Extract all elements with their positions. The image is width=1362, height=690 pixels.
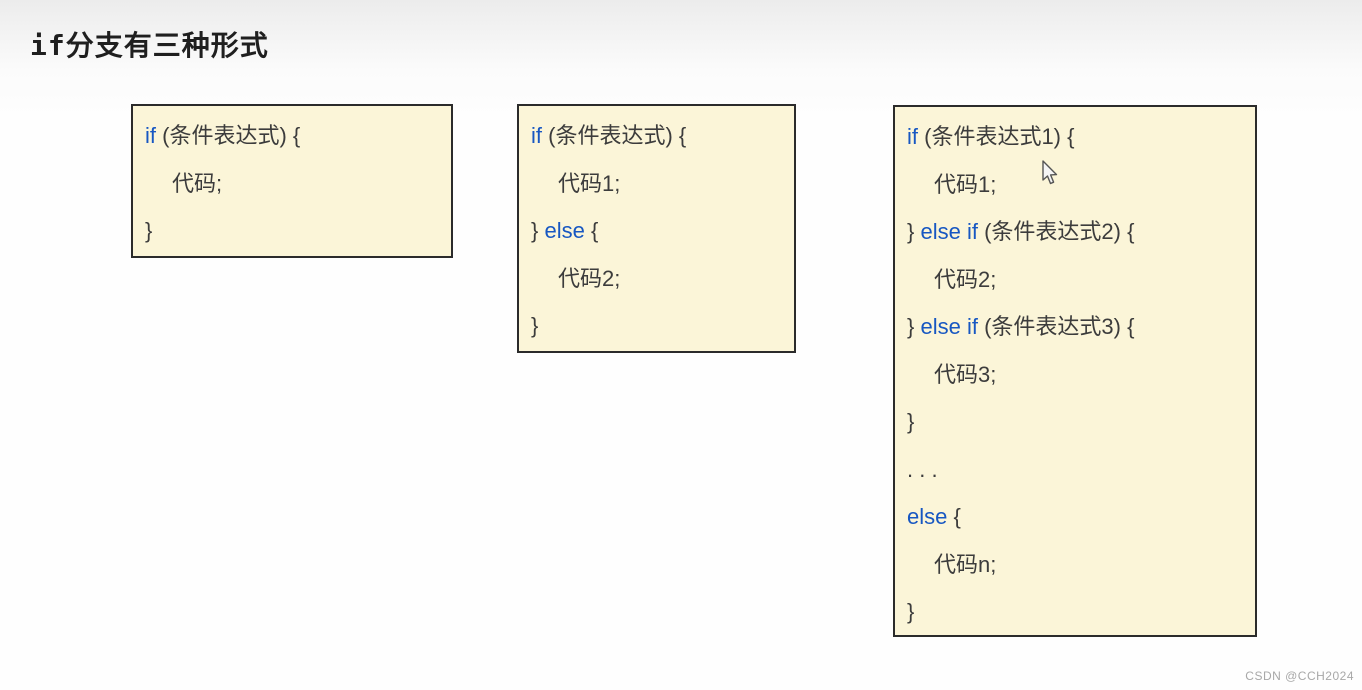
code-line: if (条件表达式1) { [907,113,1242,161]
code-text: 代码3; [934,361,997,387]
code-text: (条件表达式3) { [977,314,1135,339]
code-box-if-else: if (条件表达式) { 代码1; } else { 代码2; } [517,104,796,353]
else-if-keyword: else if [920,314,978,339]
code-line: } else { [531,207,781,255]
code-text: (条件表达式) { [156,123,301,148]
watermark: CSDN @CCH2024 [1245,669,1354,683]
code-text: } [907,219,921,244]
code-text: (条件表达式1) { [918,124,1075,149]
code-line: } [907,398,1242,446]
code-line: } else if (条件表达式3) { [907,303,1242,351]
if-keyword: if [145,123,156,148]
code-text: 代码1; [934,171,997,197]
code-text: } [531,218,545,243]
code-text: 代码2; [934,266,997,292]
code-line: else { [907,493,1242,541]
code-text: { [947,504,961,529]
code-line: } [907,588,1242,636]
code-line: 代码2; [907,256,1242,304]
else-keyword: else [907,504,948,529]
code-line: 代码1; [907,161,1242,209]
code-line: } [145,207,438,255]
else-if-keyword: else if [920,219,978,244]
code-text: 代码; [172,170,223,196]
code-box-if-else-if: if (条件表达式1) { 代码1; } else if (条件表达式2) { … [893,105,1257,637]
code-text: (条件表达式2) { [977,219,1135,244]
code-line: } [531,302,781,350]
code-text: } [907,599,915,624]
code-box-if: if (条件表达式) { 代码; } [131,104,453,258]
if-keyword: if [531,123,542,148]
else-keyword: else [544,218,585,243]
code-line: if (条件表达式) { [145,112,438,160]
code-text: 代码1; [558,170,621,196]
code-line: 代码2; [531,255,781,303]
code-text: (条件表达式) { [542,123,687,148]
code-line: 代码; [145,160,438,208]
code-text: } [907,314,921,339]
code-text: } [531,313,539,338]
code-text: } [907,409,915,434]
code-text: } [145,218,153,243]
code-line: 代码1; [531,160,781,208]
code-line: 代码3; [907,351,1242,399]
page-title: if分支有三种形式 [30,29,269,62]
code-text: { [584,218,599,243]
code-line: . . . [907,446,1242,494]
code-line: if (条件表达式) { [531,112,781,160]
code-text: 代码2; [558,265,621,291]
if-keyword: if [907,124,918,149]
code-line: } else if (条件表达式2) { [907,208,1242,256]
code-line: 代码n; [907,541,1242,589]
ellipsis-text: . . . [907,456,938,482]
code-text: 代码n; [934,551,997,577]
